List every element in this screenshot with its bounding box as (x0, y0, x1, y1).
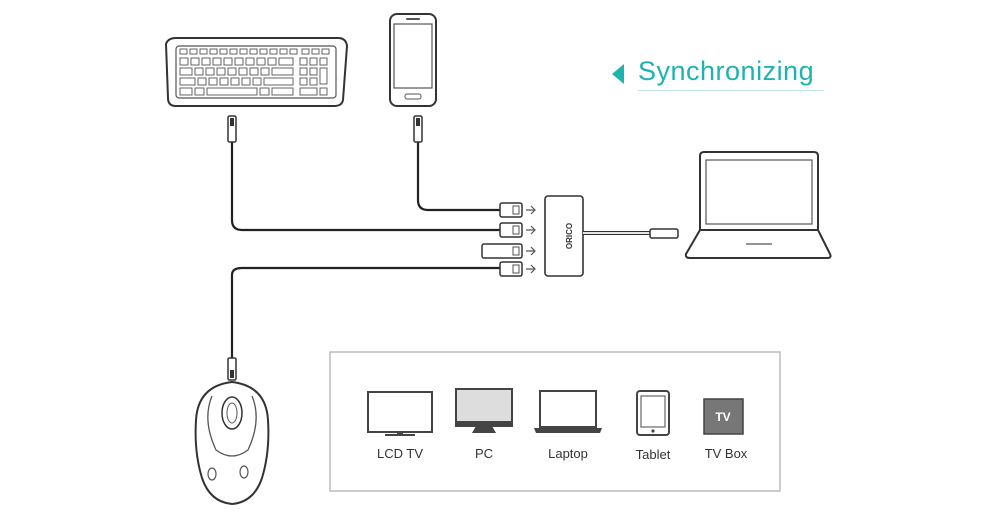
mouse-icon (194, 380, 270, 506)
usb-flash-drive (481, 243, 536, 259)
title-text: Synchronizing (638, 56, 815, 86)
cables (230, 142, 500, 358)
device-label-laptop: Laptop (548, 446, 588, 461)
device-label-pc: PC (474, 446, 494, 461)
keyboard-connector (227, 115, 237, 143)
keyboard-icon (164, 37, 349, 107)
keyboard-cable (230, 142, 500, 232)
section-title: Synchronizing (610, 56, 825, 92)
smartphone-icon (389, 13, 437, 107)
tablet-icon (636, 390, 670, 436)
type-c-plug (649, 228, 679, 239)
usb-plug-keyboard (499, 222, 536, 238)
device-label-tv-box: TV Box (704, 446, 748, 461)
tv-box-badge: TV (715, 410, 730, 424)
usb-plug-phone (499, 202, 536, 218)
triangle-left-icon (612, 64, 624, 84)
hub-brand-label: ORICO (565, 223, 574, 249)
laptop-icon (684, 151, 832, 259)
usb-plug-mouse (499, 261, 536, 277)
phone-connector (413, 115, 423, 143)
device-label-lcd-tv: LCD TV (377, 446, 423, 461)
lcd-tv-icon (367, 391, 433, 436)
mouse-cable (230, 266, 500, 358)
laptop-small-icon (534, 390, 602, 433)
monitor-icon (455, 388, 513, 433)
tv-box-icon: TV (703, 398, 744, 435)
mouse-connector (227, 357, 237, 381)
device-label-tablet: Tablet (635, 447, 671, 462)
phone-cable (416, 142, 500, 212)
title-underline (638, 90, 824, 91)
usb-hub: ORICO (544, 195, 679, 277)
